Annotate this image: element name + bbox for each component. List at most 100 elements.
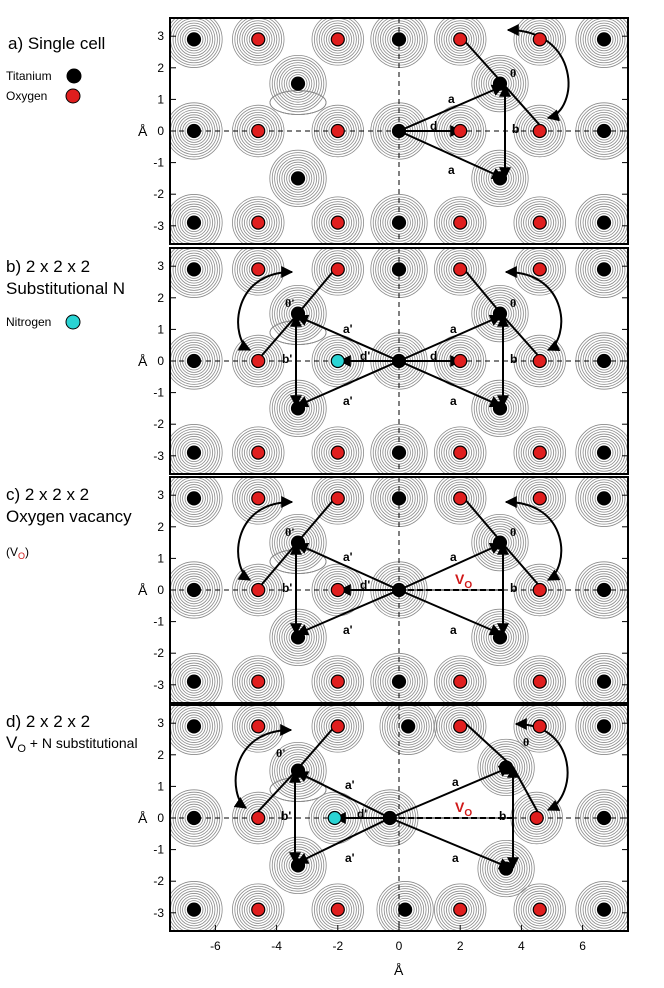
atom-o: [330, 262, 345, 277]
atom-o: [532, 262, 547, 277]
atom-ti: [290, 401, 306, 416]
atom-o: [330, 719, 345, 734]
legend-titanium-marker: [66, 68, 82, 84]
atom-o: [532, 582, 547, 598]
panel-d-bond-label-d-prime: d': [357, 807, 367, 821]
y-tick-label: 3: [157, 29, 164, 43]
atom-o: [330, 32, 345, 47]
atom-ti: [290, 171, 306, 186]
atom-ti: [596, 445, 612, 460]
y-tick-label: -1: [153, 615, 164, 629]
atom-ti: [391, 582, 407, 598]
atom-ti: [391, 32, 407, 47]
panel-d-title-line-2: VO + N substitutional: [6, 733, 138, 755]
atom-o: [532, 123, 547, 139]
atom-o: [532, 445, 547, 460]
atom-o: [532, 491, 547, 506]
y-tick-label: 1: [157, 551, 164, 565]
x-tick-label: 2: [457, 939, 464, 953]
atom-o: [532, 215, 547, 230]
y-tick-label: 1: [157, 322, 164, 336]
panel-b-angle-label-prime: θ': [285, 296, 295, 310]
x-axis-label: Å: [394, 962, 404, 978]
panel-a-bond-label-b: b: [512, 122, 519, 136]
y-tick-label: 2: [157, 748, 164, 762]
atom-o: [453, 123, 468, 139]
y-tick-label: -3: [153, 449, 164, 463]
panel-b-bond-label-b-prime: b': [282, 352, 292, 366]
atom-o: [251, 719, 266, 734]
x-tick-label: 0: [396, 939, 403, 953]
panel-b-bonds: [237, 266, 563, 408]
atom-ti: [596, 32, 612, 47]
atom-n: [330, 353, 345, 369]
atom-ti: [492, 630, 508, 645]
atom-ti: [596, 719, 612, 734]
atom-o: [251, 674, 266, 689]
atom-o: [251, 215, 266, 230]
panel-a-bond-label-a-upper: a: [448, 92, 455, 106]
atom-ti: [391, 445, 407, 460]
y-tick-label: -1: [153, 386, 164, 400]
atom-o: [251, 353, 266, 369]
y-tick-label: 2: [157, 61, 164, 75]
atom-o: [453, 445, 468, 460]
atom-o: [532, 32, 547, 47]
atom-ti: [391, 353, 407, 369]
panel-b-bond-label-d: d: [430, 349, 437, 363]
panel-a-title: a) Single cell: [8, 34, 105, 53]
panel-c-bond-label-a-lower: a: [450, 623, 457, 637]
atom-ti: [596, 353, 612, 369]
atom-ti: [391, 123, 407, 139]
atom-ti: [186, 353, 202, 369]
atom-o: [330, 123, 345, 139]
y-tick-label: -1: [153, 843, 164, 857]
x-tick-label: 4: [518, 939, 525, 953]
atom-ti: [290, 763, 306, 778]
atom-ti: [186, 445, 202, 460]
panel-c-title-line-2: Oxygen vacancy: [6, 507, 132, 526]
panel-b-angle-label: θ: [510, 296, 516, 310]
atom-ti: [596, 810, 612, 826]
atom-o: [251, 445, 266, 460]
atom-o: [453, 353, 468, 369]
panel-c-atoms: [186, 491, 612, 689]
atom-ti: [186, 902, 202, 917]
panel-d-bond-label-a-upper: a: [452, 775, 459, 789]
atom-ti: [186, 123, 202, 139]
panel-d-atoms: [186, 719, 612, 917]
y-tick-label: 0: [157, 354, 164, 368]
atom-ti: [596, 215, 612, 230]
atom-ti: [186, 215, 202, 230]
atom-ti: [391, 674, 407, 689]
y-tick-label: -3: [153, 678, 164, 692]
atom-ti: [596, 123, 612, 139]
y-tick-label: 3: [157, 488, 164, 502]
x-tick-label: -2: [332, 939, 343, 953]
atom-ti: [290, 535, 306, 550]
atom-o: [330, 674, 345, 689]
y-tick-label: 3: [157, 259, 164, 273]
panel-b-y-axis-label: Å: [138, 353, 148, 369]
atom-ti: [398, 902, 413, 917]
atom-ti: [186, 32, 202, 47]
atom-ti: [492, 401, 508, 416]
panel-b-bond-label-d-prime: d': [360, 349, 370, 363]
panel-c-title-line-1: c) 2 x 2 x 2: [6, 485, 89, 504]
y-tick-label: -2: [153, 187, 164, 201]
atom-ti: [186, 810, 202, 826]
panel-d-angle-label: θ: [523, 735, 529, 749]
panel-d-bond-label-a-lower: a: [452, 851, 459, 865]
atom-ti: [382, 810, 397, 826]
panel-b-bond-label-a-lower: a: [450, 394, 457, 408]
atom-ti: [499, 760, 514, 775]
panel-c-vacancy-label: VO: [455, 571, 472, 591]
atom-o: [453, 674, 468, 689]
atom-ti: [596, 674, 612, 689]
y-tick-label: 1: [157, 779, 164, 793]
